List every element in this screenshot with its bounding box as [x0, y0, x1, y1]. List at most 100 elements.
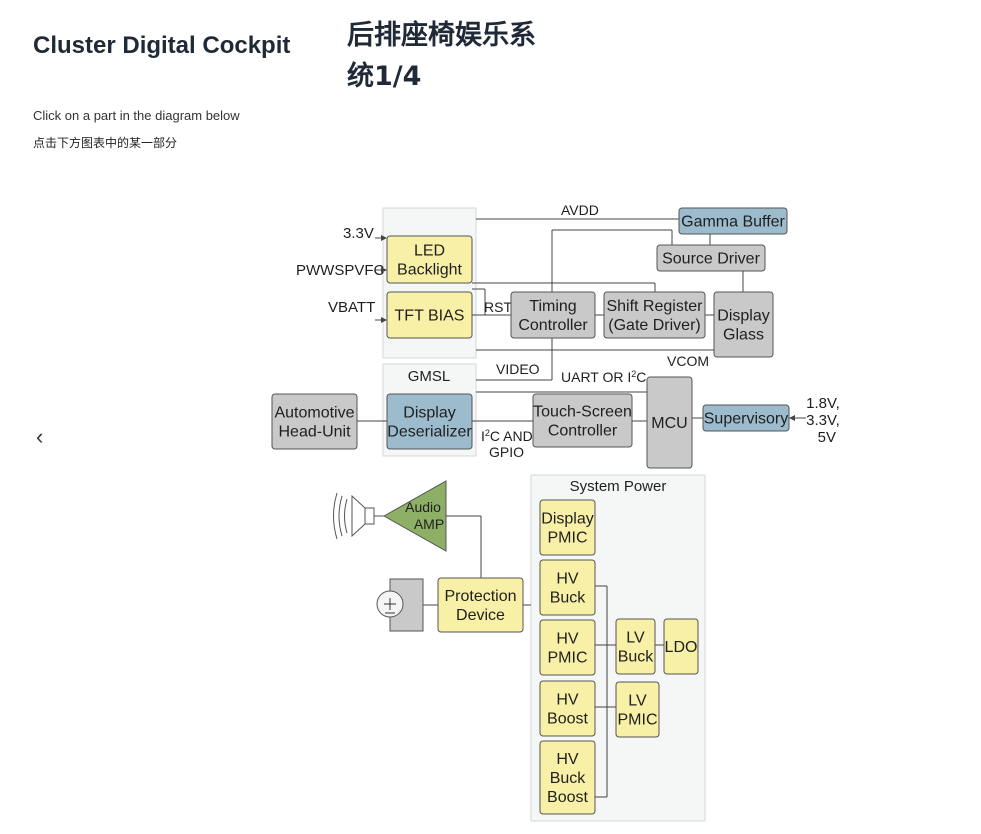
label-3v3: 3.3V [343, 225, 374, 242]
lv-pmic-block-label: LV [628, 693, 647, 710]
display-deserializer-block-label: Display [403, 405, 455, 422]
label-vcom: VCOM [667, 353, 709, 369]
automotive-head-unit-block-label: Head-Unit [278, 424, 351, 441]
page-title: Cluster Digital Cockpit [33, 32, 291, 59]
label-i2c-gpio: I2C AND [481, 428, 533, 444]
hv-buck-block-label: Buck [550, 590, 587, 607]
display-pmic-block-shape [539, 499, 596, 556]
lv-buck-block-shape [615, 618, 656, 675]
hv-pmic-block-label: PMIC [548, 650, 588, 667]
hv-buck-block-label: HV [556, 571, 579, 588]
instruction-text-zh: 点击下方图表中的某一部分 [33, 136, 178, 150]
lv-pmic-block[interactable]: LV PMIC [615, 681, 660, 738]
hv-boost-block-shape [539, 680, 596, 737]
battery-icon [376, 578, 424, 632]
ldo-block[interactable]: LDO [663, 618, 699, 675]
display-pmic-block-label: Display [541, 511, 593, 528]
arrowheads [381, 235, 795, 421]
label-gpio: GPIO [489, 444, 524, 460]
gamma-buffer-block-label: Gamma Buffer [681, 214, 785, 231]
display-glass-block-shape [713, 291, 774, 358]
display-pmic-block-label: PMIC [548, 530, 588, 547]
source-driver-block-label: Source Driver [662, 251, 760, 268]
touch-screen-controller-block-shape [532, 393, 633, 448]
automotive-head-unit-block-label: Automotive [274, 405, 354, 422]
led-backlight-block[interactable]: LED Backlight [386, 235, 473, 284]
hv-buck-block-shape [539, 559, 596, 616]
mcu-block-shape [646, 376, 693, 469]
led-backlight-block-label: LED [414, 243, 445, 260]
display-deserializer-block-label: Deserializer [387, 424, 472, 441]
supervisory-block-shape [702, 404, 790, 432]
chevron-left-icon[interactable]: ‹ [36, 424, 44, 449]
tft-bias-block-label: TFT BIAS [395, 308, 465, 325]
hv-pmic-block[interactable]: HV PMIC [539, 619, 596, 676]
touch-screen-controller-block-label: Touch-Screen [533, 404, 632, 421]
hv-buck-boost-block-shape [539, 740, 596, 815]
gamma-buffer-block[interactable]: Gamma Buffer [678, 207, 788, 235]
automotive-head-unit-block-shape [271, 393, 358, 450]
ldo-block-label: LDO [665, 639, 698, 656]
label-avdd: AVDD [561, 202, 599, 218]
protection-device-block-shape [437, 577, 524, 633]
timing-controller-block-shape [510, 291, 596, 339]
audio-amp-block[interactable]: Audio AMP [382, 480, 447, 552]
shift-register-block-label: Shift Register [606, 298, 703, 315]
shift-register-block[interactable]: Shift Register (Gate Driver) [603, 291, 706, 339]
lv-buck-block[interactable]: LV Buck [615, 618, 656, 675]
touch-screen-controller-block-label: Controller [548, 423, 618, 440]
protection-device-block-label: Device [456, 607, 505, 624]
label-vbatt: VBATT [328, 299, 375, 316]
hv-buck-boost-block-label: Buck [550, 770, 587, 787]
label-gmsl: GMSL [408, 368, 451, 385]
timing-controller-block-label: Timing [529, 298, 576, 315]
page-title-zh: 后排座椅娱乐系统1/4 [347, 20, 536, 92]
lv-pmic-block-shape [615, 681, 660, 738]
speaker-icon [333, 492, 384, 540]
lv-pmic-block-label: PMIC [618, 712, 658, 729]
mcu-block[interactable]: MCU [646, 376, 693, 469]
supervisory-block-label: Supervisory [704, 411, 788, 428]
display-deserializer-block-shape [386, 393, 473, 450]
led-backlight-block-shape [386, 235, 473, 284]
hv-boost-block-label: Boost [547, 711, 588, 728]
label-supply: 1.8V, 3.3V, 5V [806, 395, 844, 446]
instruction-text: Click on a part in the diagram below [33, 108, 240, 123]
lv-buck-block-label: Buck [618, 649, 655, 666]
supervisory-block[interactable]: Supervisory [702, 404, 790, 432]
shift-register-block-label: (Gate Driver) [608, 317, 700, 334]
protection-device-block-label: Protection [444, 588, 516, 605]
audio-amp-label: Audio AMP [405, 499, 445, 532]
hv-buck-boost-block-label: Boost [547, 789, 588, 806]
display-glass-block-label: Display [717, 308, 769, 325]
lv-buck-block-label: LV [626, 630, 645, 647]
source-driver-block[interactable]: Source Driver [656, 244, 766, 272]
label-system-power: System Power [570, 478, 667, 495]
hv-buck-block[interactable]: HV Buck [539, 559, 596, 616]
label-uart-i2c: UART OR I2C [561, 369, 646, 385]
label-video: VIDEO [496, 361, 540, 377]
hv-pmic-block-label: HV [556, 631, 579, 648]
timing-controller-block-label: Controller [518, 317, 588, 334]
source-driver-block-shape [656, 244, 766, 272]
mcu-block-label: MCU [651, 415, 687, 432]
hv-pmic-block-shape [539, 619, 596, 676]
tft-bias-block-shape [386, 291, 473, 339]
wires [357, 218, 806, 798]
hv-boost-block[interactable]: HV Boost [539, 680, 596, 737]
tft-bias-block[interactable]: TFT BIAS [386, 291, 473, 339]
label-pwm: PWWSPVFC [296, 262, 384, 279]
hv-boost-block-label: HV [556, 692, 579, 709]
hv-buck-boost-block-label: HV [556, 751, 579, 768]
ldo-block-shape [663, 618, 699, 675]
led-backlight-block-label: Backlight [397, 262, 462, 279]
